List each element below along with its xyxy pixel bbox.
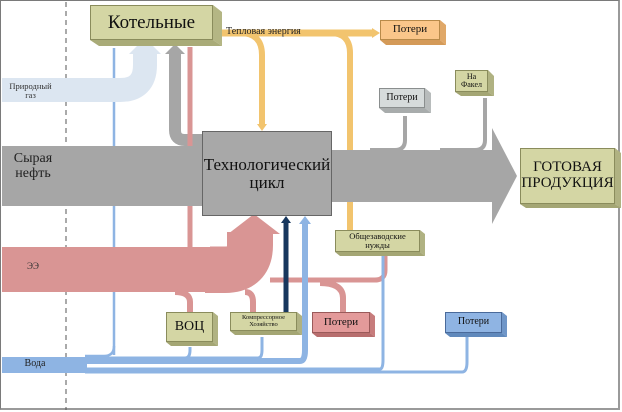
- flow-water-loss: [85, 335, 469, 374]
- loss-process-label: Потери: [386, 91, 418, 103]
- flow-heat-to-process: [239, 30, 265, 126]
- arrow-oil-to-boilers: [165, 44, 185, 54]
- node-flare-label: На Факел: [460, 71, 483, 89]
- node-process-label: Технологический цикл: [203, 154, 331, 192]
- label-electricity: ЭЭ: [27, 261, 39, 271]
- flow-electricity: [2, 247, 212, 292]
- flow-water-to-process: [85, 222, 308, 364]
- loss-water-label: Потери: [457, 316, 490, 328]
- label-crude-oil: Сырая нефть: [13, 151, 53, 181]
- flow-crude-oil: [2, 146, 202, 206]
- flow-process-loss: [370, 116, 407, 152]
- arrow-heat-loss: [372, 28, 380, 38]
- arrow-to-product: [332, 128, 517, 224]
- label-natural-gas: Природный газ: [9, 81, 52, 100]
- flow-water-to-plant-needs: [85, 255, 385, 371]
- label-heat-energy: Тепловая энергия: [226, 26, 301, 37]
- loss-electric-label: Потери: [323, 315, 359, 328]
- loss-electric: Потери: [312, 312, 370, 333]
- arrow-heat-to-process: [257, 124, 267, 131]
- flow-electric-loss: [319, 280, 346, 313]
- flow-water-to-compressor: [85, 337, 264, 360]
- arrow-electric-to-process: [228, 214, 280, 234]
- flow-flare: [440, 98, 487, 152]
- flow-electric-to-compressor: [244, 289, 256, 312]
- flow-oil-to-boilers: [169, 52, 205, 146]
- node-product-label: ГОТОВАЯ ПРОДУКЦИЯ: [521, 159, 614, 191]
- node-plant-needs: Общезаводские нужды: [335, 230, 420, 252]
- loss-process: Потери: [379, 88, 425, 108]
- node-compressor-label: Компрессорное Хозяйство: [242, 313, 285, 328]
- label-water: Вода: [24, 358, 46, 369]
- box-3d-shadows: [90, 5, 621, 346]
- node-water-treatment-label: ВОЦ: [174, 318, 205, 334]
- node-compressor: Компрессорное Хозяйство: [230, 312, 297, 331]
- node-boilers: Котельные: [90, 5, 213, 40]
- node-process: Технологический цикл: [202, 131, 332, 216]
- node-water-treatment: ВОЦ: [166, 312, 213, 342]
- flow-natural-gas: [2, 52, 157, 102]
- loss-water: Потери: [445, 312, 502, 333]
- loss-heat: Потери: [380, 20, 440, 40]
- flow-electric-to-voc: [174, 289, 193, 312]
- node-plant-needs-label: Общезаводские нужды: [349, 231, 406, 250]
- flow-water: [2, 357, 87, 373]
- node-flare: На Факел: [455, 70, 488, 92]
- node-product: ГОТОВАЯ ПРОДУКЦИЯ: [520, 148, 615, 204]
- loss-heat-label: Потери: [392, 23, 428, 36]
- flow-electric-to-process: [205, 232, 273, 293]
- flow-heat-to-plant-needs: [329, 30, 353, 230]
- node-boilers-label: Котельные: [107, 11, 196, 33]
